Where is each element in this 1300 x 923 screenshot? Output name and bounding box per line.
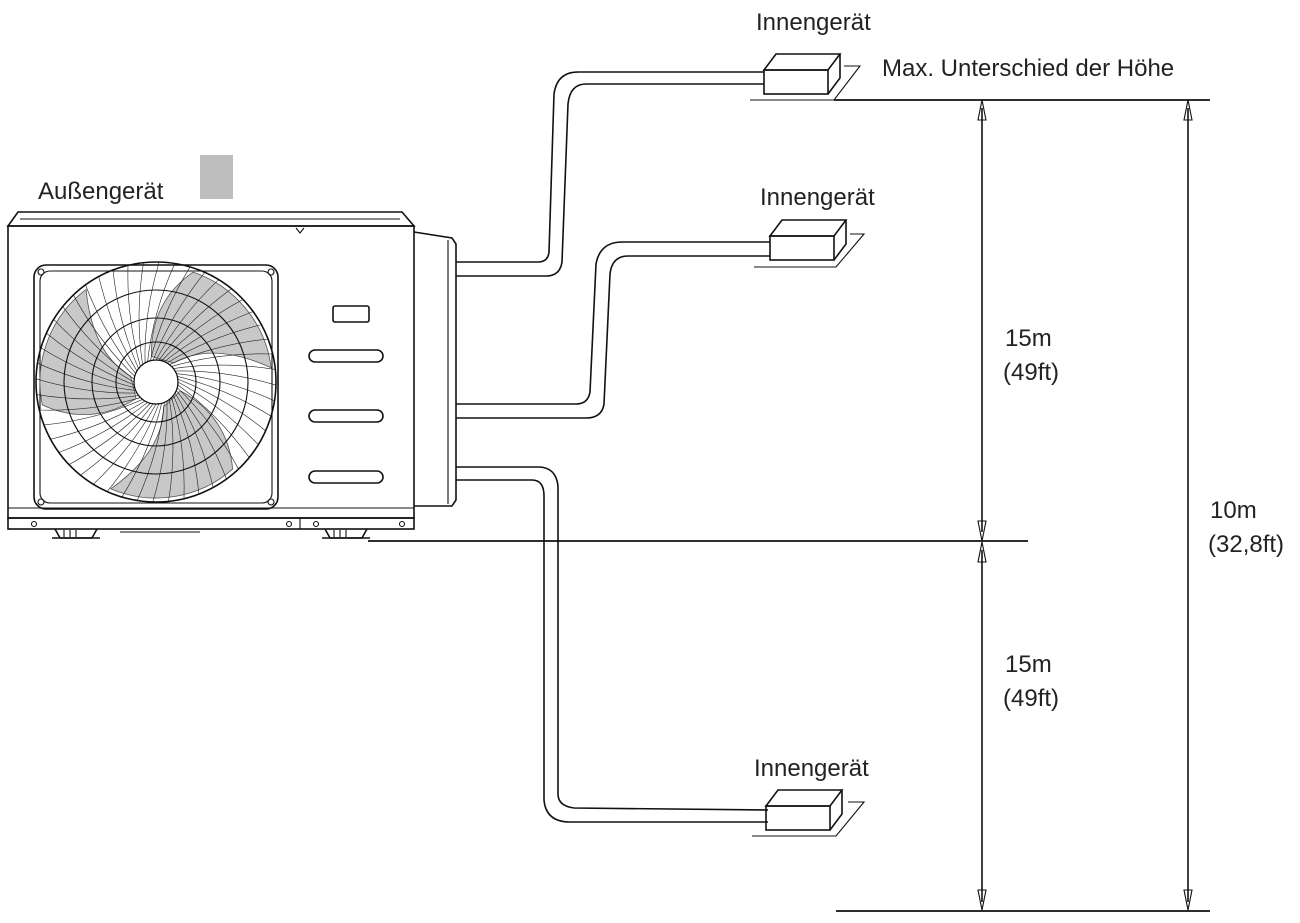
- grille-spoke: [177, 384, 250, 458]
- max-height-difference-label: Max. Unterschied der Höhe: [882, 55, 1174, 82]
- indoor-unit-top: [750, 53, 862, 101]
- grille-spoke: [158, 288, 232, 361]
- grille-spoke: [177, 376, 272, 417]
- outdoor-unit: [6, 211, 457, 539]
- grille-spoke: [166, 324, 262, 364]
- grille-spoke: [40, 347, 135, 388]
- indoor-unit-label-top: Innengerät: [756, 9, 871, 36]
- indoor-unit-middle: [754, 219, 866, 268]
- grille-spoke: [171, 353, 273, 367]
- grille-spoke: [106, 403, 160, 492]
- upper-dimension-imperial: (49ft): [1003, 359, 1059, 386]
- lower-dimension-imperial: (49ft): [1003, 685, 1059, 712]
- grille-spoke: [98, 276, 138, 372]
- indoor-unit-label-middle: Innengerät: [760, 184, 875, 211]
- outdoor-unit-label: Außengerät: [38, 178, 164, 205]
- marker-square: [200, 155, 233, 199]
- grille-spoke: [177, 387, 239, 470]
- lower-dimension-value: 15m: [1005, 651, 1052, 678]
- grille-spoke: [80, 403, 154, 476]
- grille-spoke: [62, 306, 135, 380]
- indoor-unit-label-bottom: Innengerät: [754, 755, 869, 782]
- grille-spoke: [37, 362, 136, 391]
- indoor-unit-bottom: [752, 789, 866, 837]
- reference-lines: [368, 99, 1210, 912]
- grille-spoke: [46, 332, 135, 386]
- grille-spoke: [43, 399, 143, 426]
- grille-spoke: [164, 311, 254, 362]
- total-dimension-imperial: (32,8ft): [1208, 531, 1284, 558]
- grille-spoke: [85, 284, 136, 374]
- fan-grille-icon: [33, 261, 279, 510]
- grille-spoke: [144, 261, 160, 363]
- grille-spoke: [73, 294, 135, 377]
- grille-spoke: [175, 370, 277, 386]
- grille-spoke: [161, 299, 244, 361]
- grille-spoke: [169, 338, 269, 365]
- grille-spoke: [50, 400, 146, 440]
- grille-spoke: [155, 279, 219, 361]
- fan-spokes: [35, 261, 277, 503]
- grille-spoke: [173, 364, 276, 370]
- grille-spoke: [127, 265, 141, 367]
- fan-blade: [39, 288, 137, 415]
- grille-spoke: [53, 319, 135, 383]
- upper-dimension-value: 15m: [1005, 325, 1052, 352]
- dimension-lower: [977, 541, 987, 911]
- grille-spoke: [68, 403, 151, 465]
- grille-spoke: [136, 402, 165, 501]
- grille-spoke: [93, 403, 157, 485]
- grille-spoke: [152, 401, 168, 503]
- fan-blade: [151, 271, 272, 369]
- grille-spoke: [176, 373, 275, 402]
- grille-spoke: [138, 262, 144, 365]
- grille-spoke: [36, 394, 139, 400]
- grille-spoke: [58, 402, 148, 453]
- refrigerant-pipes: [456, 71, 770, 823]
- grille-spoke: [150, 266, 191, 361]
- grille-spoke: [39, 397, 141, 411]
- grille-spoke: [152, 272, 206, 361]
- grille-spoke: [173, 395, 200, 495]
- dimension-upper: [977, 99, 987, 542]
- grille-spoke: [147, 263, 176, 362]
- grille-spoke: [177, 378, 266, 432]
- grille-spoke: [177, 381, 259, 445]
- grille-spoke: [121, 403, 162, 498]
- grille-spoke: [176, 390, 227, 480]
- grille-spoke: [112, 269, 139, 369]
- grille-spoke: [171, 397, 185, 499]
- grille-spoke: [174, 392, 214, 488]
- grille-spoke: [168, 399, 174, 502]
- total-dimension-value: 10m: [1210, 497, 1257, 524]
- grille-spoke: [35, 378, 137, 394]
- dimension-total: [1183, 99, 1193, 911]
